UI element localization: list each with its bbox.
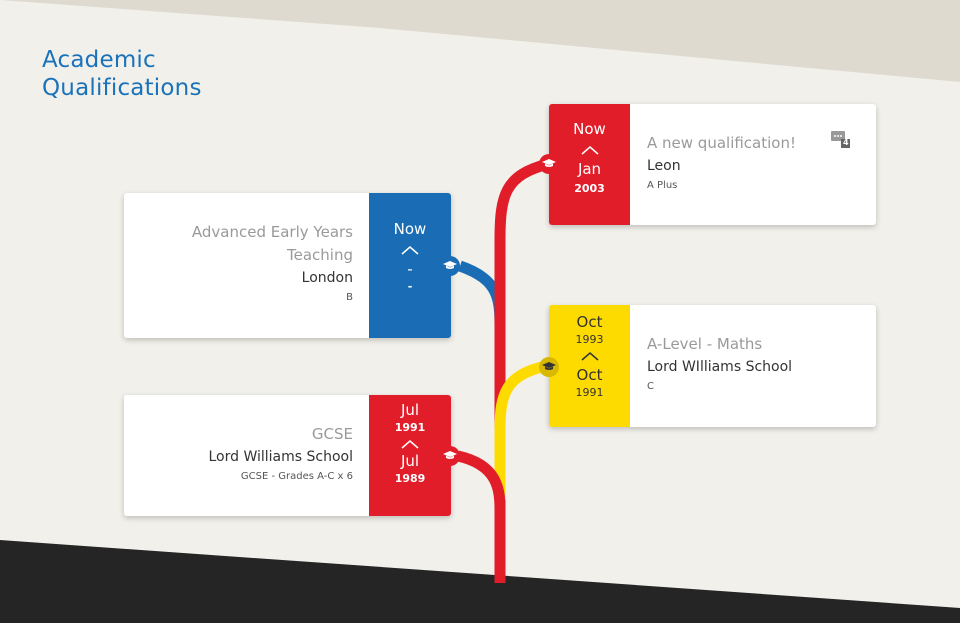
comment-count: 4 xyxy=(843,138,849,147)
graduation-cap-icon xyxy=(440,446,460,466)
date-year: 1991 xyxy=(575,386,604,399)
date-month: Jul xyxy=(400,452,420,470)
date-top-month: Oct xyxy=(576,313,603,331)
qualification-name: A new qualification! xyxy=(647,134,796,152)
date-year: - xyxy=(407,280,413,293)
chevron-up-icon xyxy=(401,440,419,449)
qualification-name: GCSE xyxy=(311,425,353,443)
date-top: Now xyxy=(393,220,427,238)
qualification-name: A-Level - Maths xyxy=(647,335,763,353)
school-name: Lord Williams School xyxy=(208,449,354,465)
grade: GCSE - Grades A-C x 6 xyxy=(240,471,353,482)
date-month: Oct xyxy=(576,366,603,384)
qualification-card-gcse[interactable]: GCSE Lord Williams School GCSE - Grades … xyxy=(124,395,451,516)
school-name: Lord WIlliams School xyxy=(647,359,793,375)
school-name: London xyxy=(301,270,353,286)
school-name: Leon xyxy=(647,158,681,174)
qualification-card-leon[interactable]: Now Jan 2003 A new qualification! Leon A… xyxy=(549,104,876,225)
chevron-up-icon xyxy=(581,352,598,361)
qualification-card-alevel[interactable]: Oct 1993 Oct 1991 A-Level - Maths Lord W… xyxy=(549,305,876,427)
qualification-name-line1: Advanced Early Years xyxy=(191,223,353,241)
date-box: Now - - xyxy=(369,193,451,338)
date-month: - xyxy=(407,260,413,278)
page-title: Academic Qualifications xyxy=(42,47,202,101)
date-month: Jan xyxy=(577,160,602,178)
graduation-cap-icon xyxy=(539,154,559,174)
grade: B xyxy=(346,292,353,303)
qualification-card-early-years[interactable]: Advanced Early Years Teaching London B N… xyxy=(124,193,451,338)
date-year: 1989 xyxy=(394,472,426,485)
date-box: Oct 1993 Oct 1991 xyxy=(549,305,630,427)
comment-icon[interactable]: 4 xyxy=(831,131,851,153)
date-top-year: 1991 xyxy=(394,421,426,434)
grade: C xyxy=(647,381,654,392)
chevron-up-icon xyxy=(581,146,598,155)
date-box: Jul 1991 Jul 1989 xyxy=(369,395,451,516)
chevron-up-icon xyxy=(401,246,419,255)
date-top-month: Jul xyxy=(400,401,420,419)
date-box: Now Jan 2003 xyxy=(549,104,630,225)
graduation-cap-icon xyxy=(539,357,559,377)
date-top-year: 1993 xyxy=(575,333,604,346)
graduation-cap-icon xyxy=(440,256,460,276)
qualification-name-line2: Teaching xyxy=(287,246,353,264)
grade: A Plus xyxy=(647,180,678,191)
date-top: Now xyxy=(573,120,606,138)
date-year: 2003 xyxy=(574,182,605,195)
